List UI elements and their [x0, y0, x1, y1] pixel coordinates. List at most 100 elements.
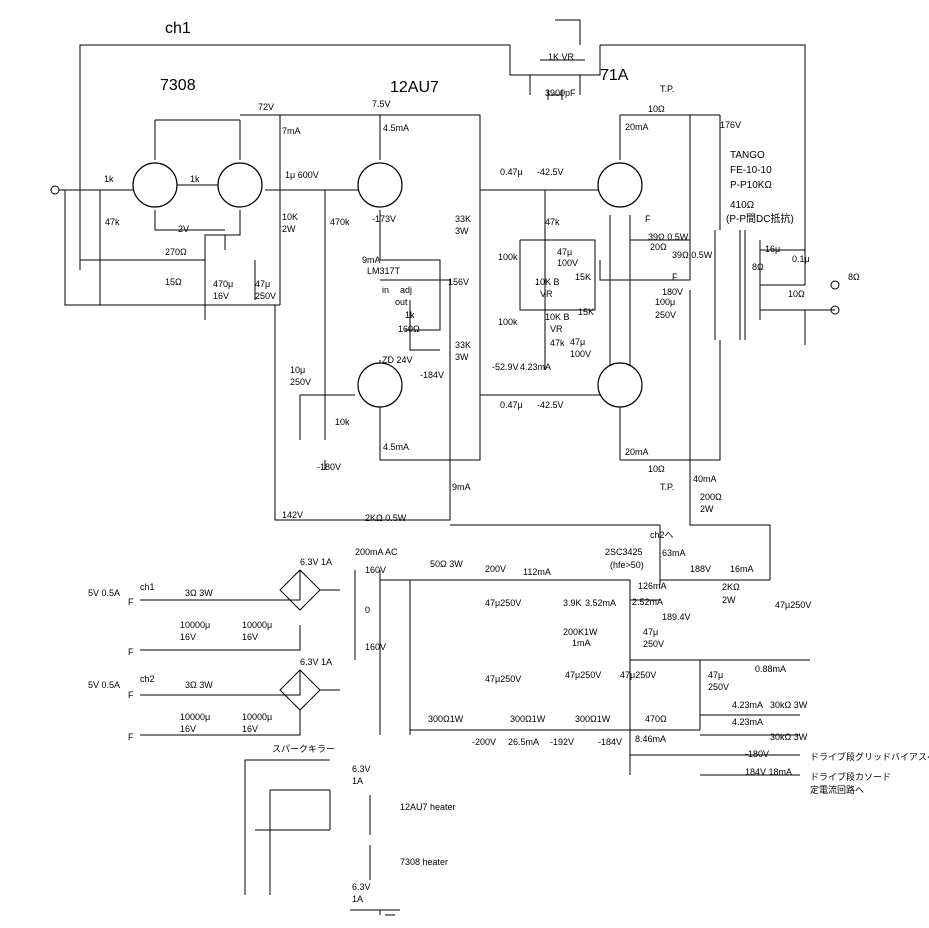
label-v250e: 250V	[708, 682, 729, 692]
label-r1kb: 1k	[190, 174, 200, 184]
label-v16b: 16V	[180, 632, 196, 642]
label-h63c: 6.3V	[352, 764, 371, 774]
label-vr1k: 1K VR	[548, 52, 575, 62]
label-fc: F	[128, 597, 134, 607]
vacuum-tubes	[132, 162, 643, 408]
label-v180a: 180V	[662, 287, 683, 297]
label-r47k: 47k	[105, 217, 120, 227]
label-c47a: 47μ	[255, 279, 270, 289]
label-r33ka: 33K	[455, 214, 471, 224]
label-c47d: 47μ	[643, 627, 658, 637]
label-a1d: 1A	[352, 894, 363, 904]
label-c10000a: 10000μ	[180, 620, 210, 630]
label-c1u: 1μ 600V	[285, 170, 319, 180]
tube-71a-b	[597, 362, 643, 408]
label-pin_out: out	[395, 297, 408, 307]
label-v088: 0.88mA	[755, 664, 786, 674]
tube-12au7-a	[357, 162, 403, 208]
label-v250d: 250V	[643, 639, 664, 649]
label-tr: 2SC3425	[605, 547, 643, 557]
label-a1c: 1A	[352, 776, 363, 786]
label-r15: 15Ω	[165, 277, 182, 287]
label-v184b: -184V	[598, 737, 622, 747]
label-r1kc: 1k	[405, 310, 415, 320]
label-v250c: 250V	[290, 377, 311, 387]
label-c10000b: 10000μ	[242, 620, 272, 630]
label-i20a: 20mA	[625, 122, 649, 132]
label-drv2: ドライブ段カソード	[810, 771, 891, 782]
label-hfe: (hfe>50)	[610, 560, 644, 570]
label-r2k: 2KΩ 0.5W	[365, 513, 407, 523]
label-r100kb: 100k	[498, 317, 518, 327]
label-v192: -192V	[550, 737, 574, 747]
label-r300c: 300Ω1W	[575, 714, 611, 724]
label-r39a: 39Ω 0.5W	[648, 232, 689, 242]
label-v180b: -180V	[317, 462, 341, 472]
label-pin_adj: adj	[400, 285, 412, 295]
label-i265: 26.5mA	[508, 737, 539, 747]
label-i126: 126mA	[638, 581, 667, 591]
label-v425a: -42.5V	[537, 167, 564, 177]
label-v250a: 250V	[255, 291, 276, 301]
label-r3a: 3Ω 3W	[185, 588, 213, 598]
label-r300a: 300Ω1W	[428, 714, 464, 724]
label-ac200: 200mA AC	[355, 547, 398, 557]
label-c047b: 0.47μ	[500, 400, 523, 410]
label-fe2: F	[128, 690, 134, 700]
label-drv1: ドライブ段グリッドバイアスへ	[810, 751, 929, 762]
label-v2: 2V	[178, 224, 189, 234]
label-fb: F	[672, 272, 678, 282]
label-i423c: 4.23mA	[732, 717, 763, 727]
label-c10u: 10μ	[290, 365, 305, 375]
label-vrb: VR	[550, 324, 563, 334]
label-i352: 3.52mA	[585, 598, 616, 608]
tube-7308-a	[132, 162, 178, 208]
label-r160: 160Ω	[398, 324, 420, 334]
label-r410: 410Ω	[730, 200, 755, 211]
label-tp1: T.P.	[660, 84, 674, 94]
tube-12au7-b	[357, 362, 403, 408]
label-c47e: 47μ250V	[775, 600, 811, 610]
label-v188: 188V	[690, 564, 711, 574]
label-c10000d: 10000μ	[242, 712, 272, 722]
label-r10kc: 10k	[335, 417, 350, 427]
label-v200: 200V	[485, 564, 506, 574]
label-v100a: 100V	[557, 258, 578, 268]
label-ch1b: ch1	[140, 582, 155, 592]
label-v16e: 16V	[242, 724, 258, 734]
label-v529: -52.9V	[492, 362, 519, 372]
tube-7308-b	[217, 162, 263, 208]
label-i846: 8.46mA	[635, 734, 666, 744]
label-o8: 8Ω	[848, 272, 860, 282]
label-v142: 142V	[282, 510, 303, 520]
label-lm: LM317T	[367, 266, 401, 276]
label-fd: F	[128, 647, 134, 657]
label-p5va: 5V 0.5A	[88, 588, 120, 598]
label-vr: VR	[540, 289, 553, 299]
label-h63b: 6.3V 1A	[300, 657, 332, 667]
label-c047a: 0.47μ	[500, 167, 523, 177]
label-c47g: 47μ250V	[485, 674, 521, 684]
label-c47c: 47μ	[570, 337, 585, 347]
label-i45b: 4.5mA	[383, 442, 409, 452]
label-v184c: 184V 18mA	[745, 767, 792, 777]
label-fa: F	[645, 214, 651, 224]
label-r10k2w: 10K	[282, 212, 298, 222]
title-12au7: 12AU7	[390, 79, 439, 96]
label-drv3: 定電流回路へ	[810, 784, 864, 795]
label-v176: 176V	[720, 120, 741, 130]
label-c47b: 47μ	[557, 247, 572, 257]
label-ppdc: (P-P間DC抵抗)	[726, 212, 794, 225]
label-v180c: -180V	[745, 749, 769, 759]
label-pp: P-P10KΩ	[730, 180, 772, 191]
label-c47j: 47μ	[708, 670, 723, 680]
label-i16: 16mA	[730, 564, 754, 574]
label-v250b: 250V	[655, 310, 676, 320]
label-r2kb: 2KΩ	[722, 582, 740, 592]
label-r270: 270Ω	[165, 247, 187, 257]
label-v160b: 160V	[365, 642, 386, 652]
label-i63: 63mA	[662, 548, 686, 558]
label-r1ka: 1k	[104, 174, 114, 184]
label-zero: 0	[365, 605, 370, 615]
